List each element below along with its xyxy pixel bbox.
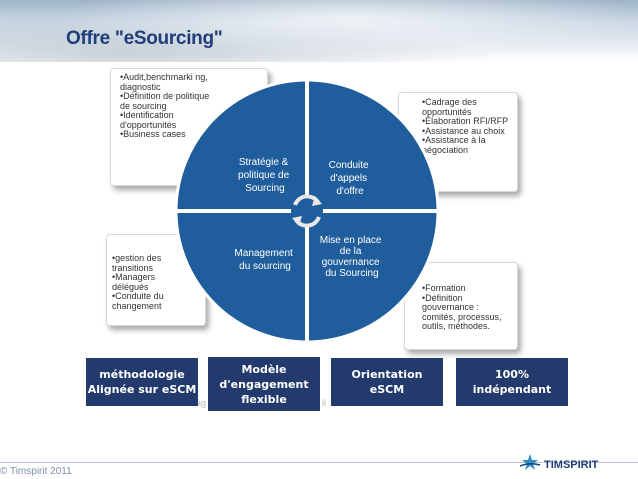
box-line: eSCM — [369, 383, 405, 396]
quadrant-governance: Mise en place de la gouvernance du Sourc… — [320, 235, 384, 279]
box-methodology: méthodologie Alignée sur eSCM — [86, 358, 198, 406]
footer-divider — [0, 462, 638, 463]
quadrant-management: Management du sourcing — [234, 248, 295, 272]
card-item: Business cases — [120, 129, 216, 140]
cycle-arrows-icon — [291, 194, 323, 228]
card-item: Managers délégués — [112, 272, 182, 292]
card-item: Audit,benchmarki ng, diagnostic — [120, 72, 216, 92]
box-escm-orientation: Orientation eSCM — [331, 358, 443, 406]
header-banner — [0, 0, 638, 62]
header-photo — [0, 0, 638, 62]
card-item: Élaboration RFI/RFP — [422, 116, 514, 127]
logo-text: TIMSPIRIT — [544, 459, 599, 471]
star-icon — [520, 454, 541, 470]
slide-title: Offre "eSourcing" — [66, 28, 223, 49]
box-line: Alignée sur eSCM — [87, 383, 197, 396]
card-item: Cadrage des opportunités — [422, 97, 514, 117]
box-line: Orientation — [351, 368, 423, 381]
box-line: flexible — [241, 392, 287, 406]
card-item: Formation — [422, 283, 514, 294]
card-item: Définition de politique de sourcing — [120, 91, 216, 111]
box-line: 100% — [495, 368, 529, 381]
card-item: Assistance à la négociation — [422, 135, 514, 155]
box-line: indépendant — [472, 383, 552, 396]
timspirit-logo: TIMSPIRIT — [520, 454, 599, 471]
box-engagement-model: Modèle d'engagement flexible — [208, 357, 320, 411]
box-line: méthodologie — [99, 368, 185, 381]
card-item: Définition gouvernance : comités, proces… — [422, 293, 514, 332]
quadrant-tendering: Conduite d'appels d'offre — [329, 160, 372, 197]
quadrant-strategy: Stratégie & politique de Sourcing — [238, 157, 292, 194]
ghost-text-left: ag — [196, 398, 207, 408]
card-item: Assistance au choix — [422, 126, 514, 137]
box-independent: 100% indépendant — [456, 358, 568, 406]
card-governance: Formation Définition gouvernance : comit… — [404, 262, 518, 350]
card-item: Identification d'opportunités — [120, 110, 216, 130]
card-item: gestion des transitions — [112, 253, 182, 273]
card-item: Conduite du changement — [112, 291, 182, 311]
ghost-text-right: li — [322, 398, 326, 408]
copyright-text: © Timspirit 2011 — [0, 466, 72, 477]
box-line: Modèle — [241, 362, 287, 376]
box-line: d'engagement — [219, 377, 309, 391]
